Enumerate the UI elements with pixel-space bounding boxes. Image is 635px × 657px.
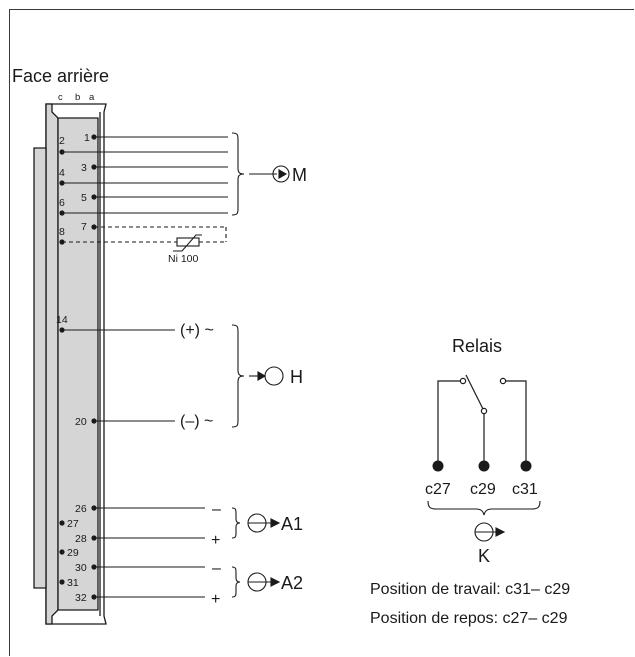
relay-arrow-symbol (474, 522, 506, 542)
pin-label-31: 31 (67, 577, 79, 589)
relay-terminal-label-c29: c29 (470, 481, 496, 498)
group-a1-minus-label: – (212, 501, 221, 518)
group-a1-arrow-symbol (247, 513, 281, 533)
pin-label-28: 28 (75, 533, 87, 545)
column-label-c: c (58, 92, 63, 103)
group-h-wires (62, 329, 175, 422)
group-a2-wires (94, 566, 205, 598)
column-label-a: a (89, 92, 95, 103)
group-a2-arrow-symbol (247, 572, 281, 592)
group-m-label: M (292, 165, 307, 185)
pin-dot-29 (59, 549, 65, 555)
pin-label-32: 32 (75, 592, 87, 604)
relay-terminal-c27 (432, 460, 444, 472)
relay-work-position: Position de travail: c31– c29 (370, 581, 570, 598)
group-a1-plus-label: + (211, 532, 220, 549)
ni100-resistor-icon (173, 234, 202, 252)
pin-label-30: 30 (75, 562, 87, 574)
pin-label-4: 4 (59, 167, 65, 179)
pin-dot-31 (59, 579, 65, 585)
group-a2-minus-label: – (212, 560, 221, 577)
relay-contacts (437, 374, 527, 466)
pin-label-3: 3 (81, 162, 87, 174)
pin-dot-27 (59, 520, 65, 526)
group-a1-wires (94, 507, 205, 539)
group-m-wires (62, 136, 228, 214)
pin-label-26: 26 (75, 503, 87, 515)
group-a2-plus-label: + (211, 591, 220, 608)
group-a2-brace (231, 566, 241, 598)
pin-label-29: 29 (67, 547, 79, 559)
ni100-label: Ni 100 (168, 253, 199, 265)
relay-terminal-c29 (478, 460, 490, 472)
ni100-sensor-wiring (62, 226, 227, 243)
pin-label-5: 5 (81, 192, 87, 204)
pin-label-20: 20 (75, 416, 87, 428)
group-m-brace (231, 132, 245, 216)
column-label-b: b (75, 92, 80, 103)
relay-terminal-label-c27: c27 (425, 481, 451, 498)
relay-brace (427, 500, 541, 516)
pin-label-8: 8 (59, 226, 65, 238)
group-h-plus-label: (+) ~ (180, 322, 214, 339)
relay-rest-position: Position de repos: c27– c29 (370, 610, 568, 627)
group-h-minus-label: (–) ~ (180, 413, 213, 430)
pin-label-27: 27 (67, 518, 79, 530)
diagram-frame (9, 9, 634, 656)
group-a2-label: A2 (281, 573, 303, 593)
pin-label-7: 7 (81, 221, 87, 233)
pin-label-6: 6 (59, 197, 65, 209)
relay-label-k: K (478, 546, 490, 566)
relay-title: Relais (452, 336, 502, 356)
pin-label-1: 1 (84, 132, 90, 144)
group-a1-brace (231, 507, 241, 539)
pin-label-2: 2 (59, 135, 65, 147)
page-title: Face arrière (12, 66, 109, 86)
rear-connector (33, 103, 107, 625)
relay-terminal-label-c31: c31 (512, 481, 538, 498)
group-h-brace (231, 324, 245, 428)
group-h-arrow-symbol (249, 366, 284, 386)
pin-label-14: 14 (56, 314, 68, 326)
relay-terminal-c31 (520, 460, 532, 472)
group-h-label: H (290, 367, 303, 387)
group-m-arrow-symbol (249, 165, 290, 183)
group-a1-label: A1 (281, 514, 303, 534)
